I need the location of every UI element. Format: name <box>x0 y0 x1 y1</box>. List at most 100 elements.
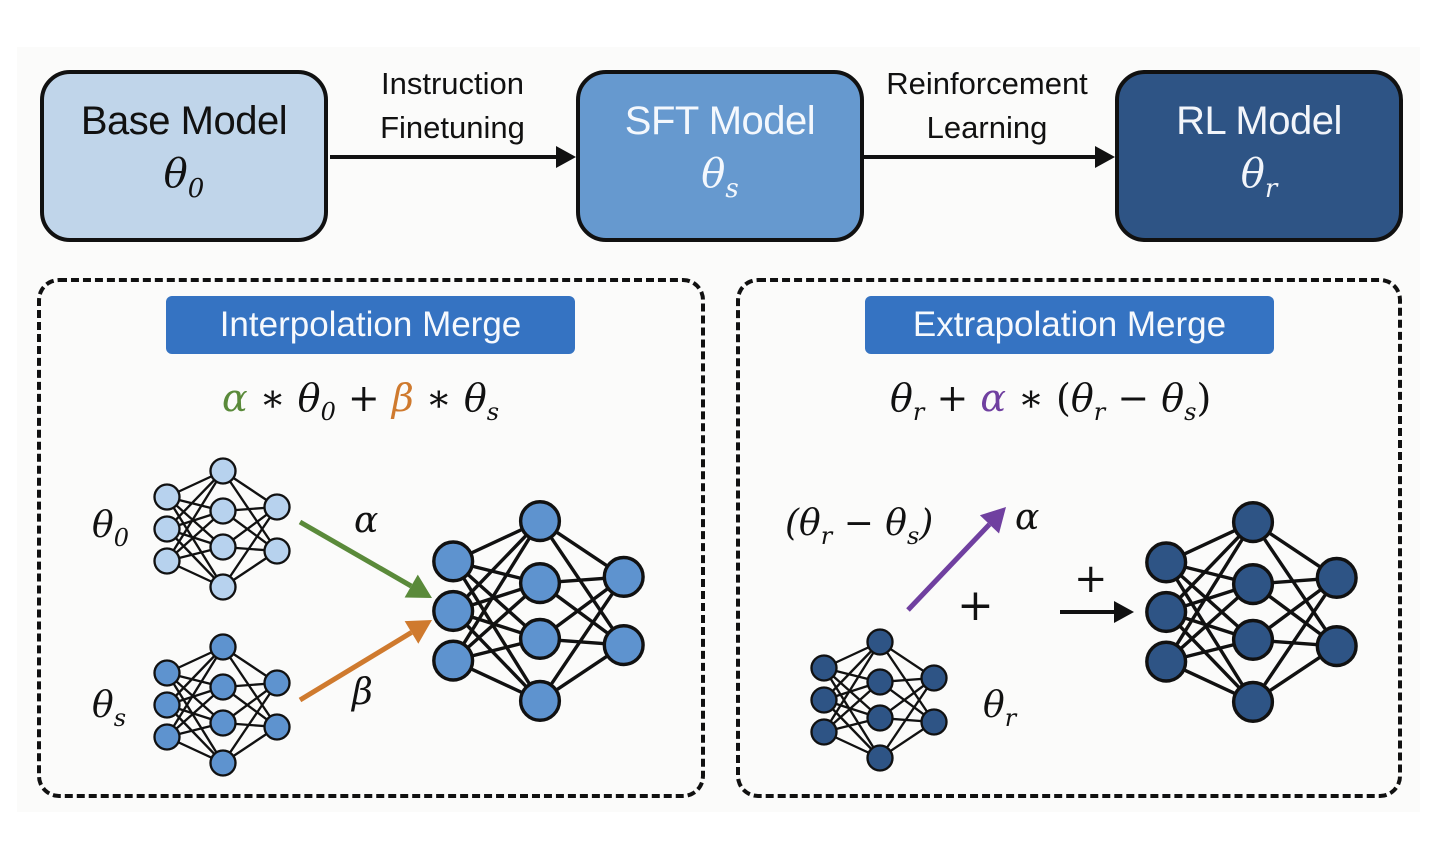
plus-operator: + <box>335 376 392 420</box>
network-node <box>602 624 645 667</box>
network-nodes <box>153 633 291 777</box>
theta-symbol: θ <box>799 503 821 544</box>
theta-r-network-icon <box>810 628 948 772</box>
alpha-coefficient: α <box>222 376 248 420</box>
network-node <box>1231 618 1275 661</box>
subscript: r <box>820 522 833 550</box>
network-node <box>153 547 181 575</box>
network-node <box>209 709 237 737</box>
network-node <box>920 708 948 736</box>
network-node <box>209 673 237 701</box>
theta-symbol: θ <box>1240 150 1265 197</box>
network-node <box>1315 625 1358 668</box>
theta-symbol: θ <box>92 685 114 726</box>
network-edge <box>222 470 278 552</box>
network-node <box>866 704 894 732</box>
open-paren: ( <box>1056 376 1071 420</box>
network-edge <box>1251 521 1339 648</box>
base-model-symbol: θ0 <box>164 148 205 215</box>
network-node <box>1145 541 1188 584</box>
plus-operator: + <box>924 376 981 420</box>
network-node <box>920 664 948 692</box>
subscript: 0 <box>113 524 129 552</box>
subscript: s <box>906 522 920 550</box>
subscript: 0 <box>320 398 336 426</box>
network-node <box>1231 501 1275 544</box>
arrow-head <box>556 146 576 168</box>
network-node <box>810 718 838 746</box>
alpha-arrow <box>298 519 432 598</box>
result-arrow-plus-label: + <box>1074 556 1108 602</box>
network-edge <box>451 560 542 702</box>
result-arrow <box>1060 601 1134 623</box>
network-nodes <box>810 628 948 772</box>
network-node <box>209 533 237 561</box>
network-edge <box>1164 561 1255 703</box>
network-node <box>153 483 181 511</box>
delta-theta-label: (θr − θs) <box>785 503 933 550</box>
subscript: r <box>1093 398 1106 426</box>
theta-s-label: θs <box>92 685 126 732</box>
network-node <box>602 555 645 598</box>
alpha-arrow-label: α <box>1015 497 1040 538</box>
arrow-shaft <box>298 630 413 703</box>
open-paren: ( <box>785 503 800 544</box>
sft-model-symbol: θs <box>701 148 738 215</box>
network-node <box>810 686 838 714</box>
theta-symbol: θ <box>1070 376 1094 420</box>
network-node <box>518 679 562 722</box>
network-edge <box>222 646 278 728</box>
reinforcement-learning-label: Reinforcement Learning <box>862 62 1112 150</box>
multiply-operator: ∗ <box>413 376 464 420</box>
subscript: s <box>1184 398 1197 426</box>
interpolated-network-icon <box>432 500 645 722</box>
sft-model-label: SFT Model <box>624 98 816 143</box>
network-edges <box>1164 520 1339 704</box>
extrapolation-merge-title: Extrapolation Merge <box>865 296 1274 354</box>
network-node <box>432 639 475 682</box>
network-nodes <box>432 500 645 722</box>
beta-arrow-label: β <box>352 672 373 713</box>
theta-symbol: θ <box>701 150 726 197</box>
network-node <box>518 500 562 543</box>
network-node <box>1145 640 1188 683</box>
subscript: s <box>113 704 127 732</box>
theta-0-label: θ0 <box>92 505 129 552</box>
close-paren: ) <box>1196 376 1212 420</box>
alpha-coefficient: α <box>980 376 1007 420</box>
subscript: r <box>912 398 925 426</box>
extrapolation-panel <box>736 278 1402 798</box>
rl-model-label: RL Model <box>1176 98 1342 143</box>
network-nodes <box>153 457 291 601</box>
network-node <box>263 669 291 697</box>
network-edge <box>222 682 278 764</box>
interpolation-panel <box>37 278 705 798</box>
interpolation-merge-title: Interpolation Merge <box>166 296 575 354</box>
network-edge <box>166 672 224 764</box>
network-node <box>1231 563 1275 606</box>
rl-model-symbol: θr <box>1241 148 1278 215</box>
subscript: 0 <box>187 173 205 204</box>
subscript: s <box>486 398 500 426</box>
network-node <box>153 691 181 719</box>
network-node <box>866 668 894 696</box>
theta-symbol: θ <box>885 503 907 544</box>
arrow-head <box>979 507 1006 534</box>
alpha-arrow-label: α <box>354 500 379 541</box>
base-model-label: Base Model <box>80 98 288 143</box>
transition-label-line1: Instruction <box>380 66 524 101</box>
network-node <box>263 537 291 565</box>
beta-arrow <box>298 620 432 703</box>
network-nodes <box>1145 501 1358 723</box>
network-node <box>866 628 894 656</box>
theta-s-network-icon <box>153 633 291 777</box>
network-node <box>518 617 562 660</box>
network-node <box>1315 556 1358 599</box>
network-node <box>209 497 237 525</box>
network-node <box>209 633 237 661</box>
multiply-operator: ∗ <box>1006 376 1057 420</box>
network-node <box>1231 680 1275 723</box>
theta-symbol: θ <box>983 685 1005 726</box>
network-edges <box>451 519 626 703</box>
